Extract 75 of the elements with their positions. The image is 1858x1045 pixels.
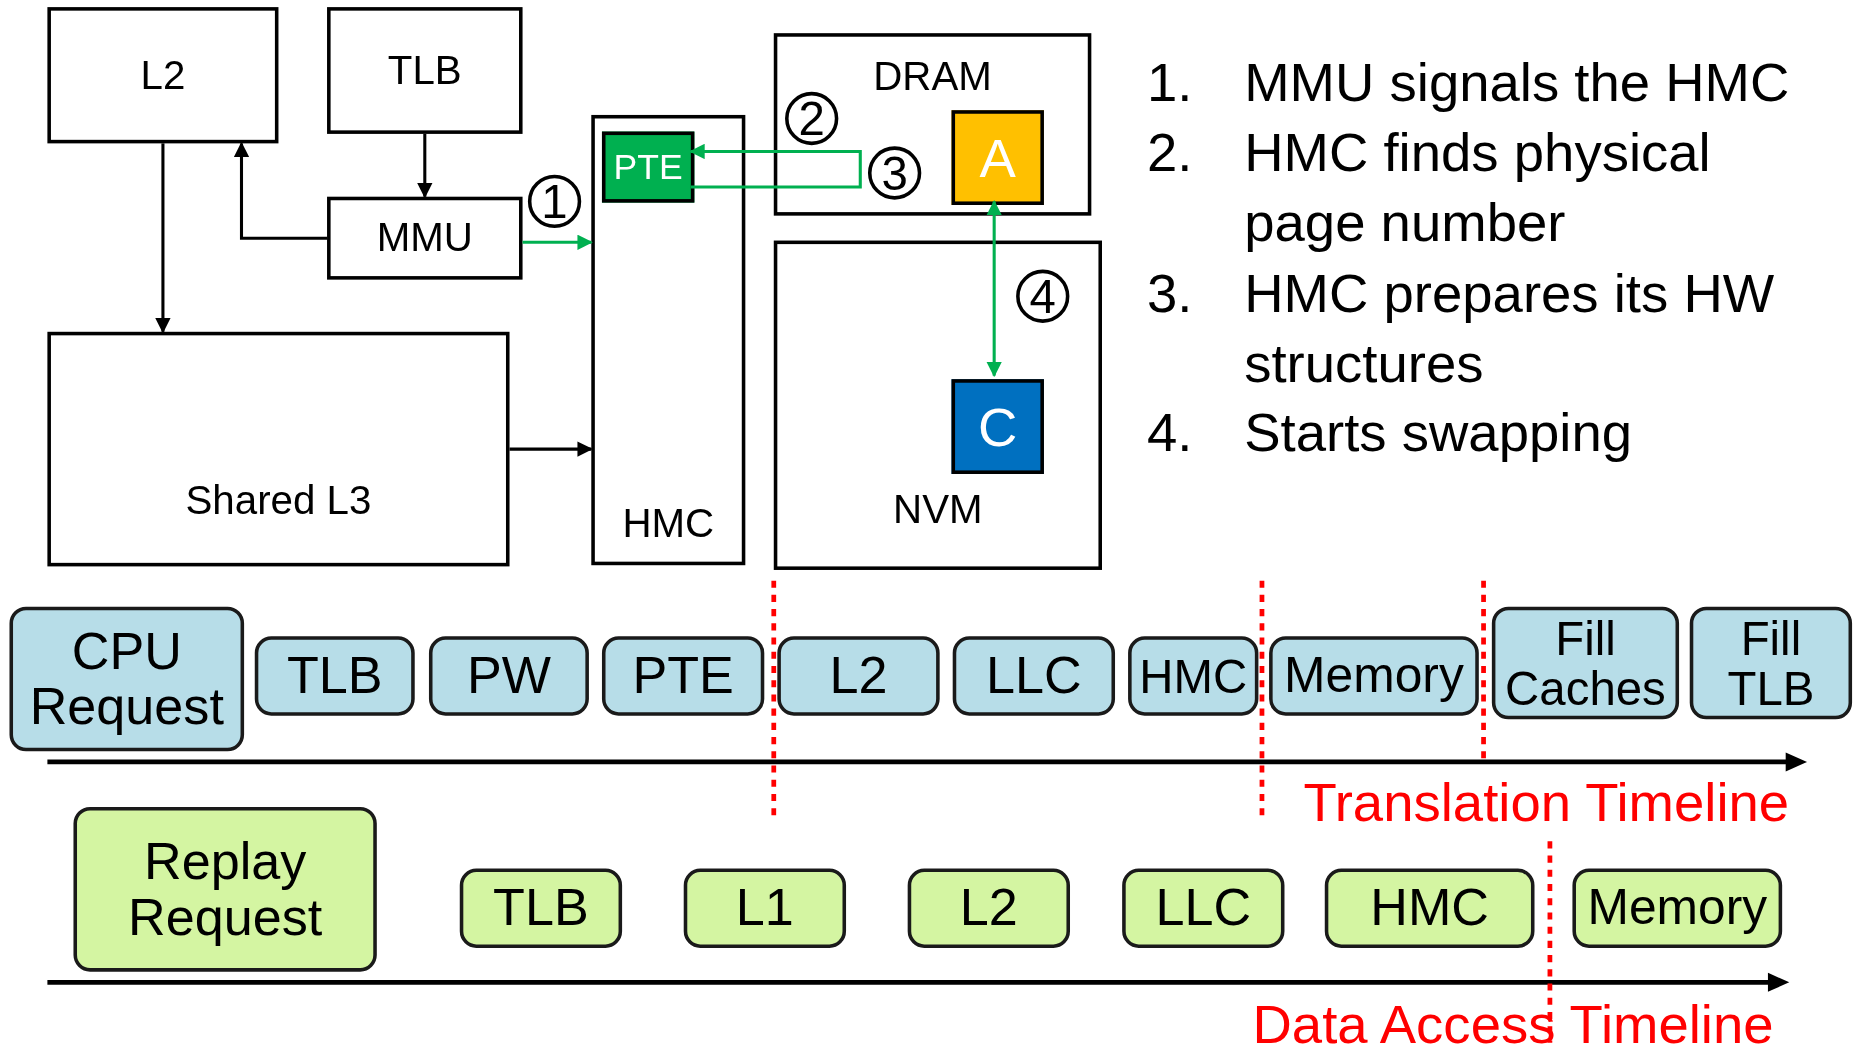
timeline-label: Translation Timeline [1303, 770, 1790, 835]
timeline-step-box [952, 636, 1116, 716]
callout-number: 2 [785, 91, 839, 146]
arrow [689, 143, 862, 189]
box-label: Replay Request [127, 834, 324, 945]
component-box [327, 7, 523, 134]
list-item: 1. [1147, 49, 1193, 115]
box-label: L1 [735, 880, 794, 936]
timeline-step-box [9, 606, 245, 752]
box-label: Memory [1587, 882, 1768, 935]
callout-number: 1 [527, 174, 582, 229]
timeline-step-box [601, 636, 765, 716]
list-item: HMC finds physical page number [1244, 119, 1712, 255]
box-label: HMC [622, 502, 715, 546]
pte-box [601, 131, 695, 203]
component-box [773, 33, 1092, 216]
timeline-step-box [1491, 606, 1680, 720]
box-label: CPU Request [28, 624, 225, 734]
box-label: Memory [1284, 649, 1464, 703]
timeline-step-box [1572, 868, 1783, 948]
list-item: Starts swapping [1244, 400, 1633, 466]
list-item: 4. [1147, 400, 1193, 466]
component-box [47, 7, 279, 144]
timeline-step-box [254, 636, 415, 716]
list-item: 2. [1147, 119, 1193, 185]
box-label: L2 [959, 880, 1018, 936]
box-label: PTE [613, 148, 683, 186]
box-label: L2 [829, 648, 888, 704]
box-label: TLB [493, 880, 589, 936]
timeline-step-box [73, 806, 377, 972]
component-box [773, 240, 1102, 570]
timeline-step-box [1324, 868, 1535, 948]
box-label: C [978, 397, 1018, 456]
callout-number: 3 [867, 146, 922, 200]
page-box [951, 379, 1044, 474]
component-box [47, 331, 510, 567]
arrow [233, 141, 328, 240]
page-box [951, 110, 1044, 205]
timeline-step-box [1689, 606, 1853, 720]
timeline-step-box [1128, 636, 1259, 716]
list-item: HMC prepares its HW structures [1244, 260, 1776, 396]
box-label: Fill Caches [1504, 613, 1667, 713]
timeline-step-box [1122, 868, 1285, 948]
timeline-step-box [777, 636, 940, 716]
box-label: DRAM [873, 55, 992, 98]
box-label: TLB [387, 49, 462, 92]
box-label: Fill TLB [1726, 613, 1816, 713]
box-label: NVM [893, 488, 983, 531]
component-box [327, 196, 523, 280]
timeline-label: Data Access Timeline [1252, 992, 1774, 1045]
arrow [417, 133, 433, 199]
timeline-step-box [428, 636, 589, 716]
arrow [509, 441, 593, 457]
timeline-step-box [1269, 636, 1479, 716]
box-label: A [979, 128, 1016, 187]
box-label: PW [466, 648, 551, 704]
callout-number: 4 [1016, 269, 1070, 323]
arrow [155, 143, 171, 334]
box-label: LLC [1155, 880, 1252, 936]
box-label: LLC [986, 648, 1082, 704]
list-item: MMU signals the HMC [1244, 49, 1791, 115]
arrow [522, 234, 593, 250]
timeline-step-box [907, 868, 1070, 948]
timeline-step-box [459, 868, 623, 948]
list-item: 3. [1147, 260, 1193, 326]
box-label: MMU [376, 217, 473, 260]
box-label: HMC [1139, 651, 1248, 701]
box-label: L2 [140, 54, 186, 97]
box-label: Shared L3 [185, 480, 372, 523]
component-box [591, 114, 746, 566]
box-label: TLB [286, 648, 383, 704]
box-label: HMC [1370, 880, 1489, 936]
box-label: PTE [632, 648, 734, 704]
timeline-step-box [683, 868, 847, 948]
arrow [986, 199, 1002, 378]
